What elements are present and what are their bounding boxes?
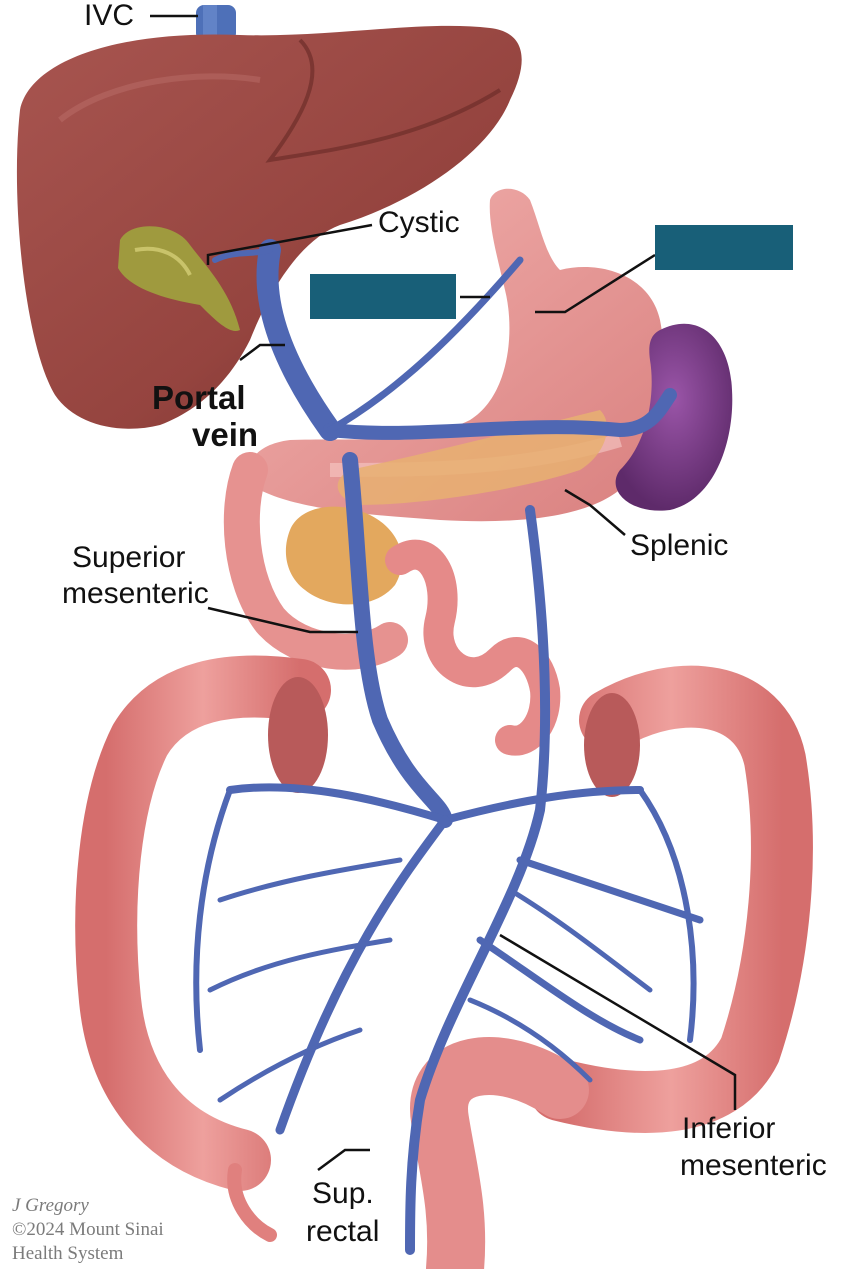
cystic-label: Cystic: [378, 206, 460, 239]
ileocolic-vein: [275, 815, 450, 1135]
splenic-label: Splenic: [630, 529, 729, 562]
sup-rectal-label-line2: rectal: [306, 1215, 380, 1248]
superior-mesenteric-label-line2: mesenteric: [62, 577, 209, 610]
colon: [75, 655, 813, 1269]
hidden-label-box-1: [310, 274, 456, 319]
credit-org: Health System: [12, 1243, 124, 1264]
inferior-mesenteric-label-line1: Inferior: [682, 1112, 776, 1145]
gastric-vein: [326, 256, 524, 434]
sup-rectal-leader: [317, 1148, 370, 1172]
sup-mes-leader: [207, 606, 358, 634]
sigmoid-vein: [476, 936, 644, 1044]
leader-lines: [150, 14, 737, 1172]
inferior-mesenteric-vein: [405, 505, 551, 1255]
right-colic-vein: [226, 783, 449, 824]
portal-vein-label-line2: vein: [192, 416, 259, 453]
splenic-vein: [323, 388, 677, 440]
portal-vein: [256, 239, 341, 441]
image-credit: J Gregory ©2024 Mount Sinai Health Syste…: [12, 1194, 164, 1266]
superior-mesenteric-vein: [342, 452, 453, 828]
hidden-label-box-2: [655, 225, 793, 270]
middle-colic-vein: [441, 786, 644, 824]
cystic-leader: [206, 223, 373, 265]
superior-mesenteric-label-line1: Superior: [72, 541, 186, 574]
inf-mes-leader: [499, 933, 737, 1110]
credit-copyright: ©2024 Mount Sinai: [12, 1219, 164, 1240]
cystic-vein: [212, 247, 273, 263]
sup-rectal-label-line1: Sup.: [312, 1177, 374, 1210]
ivc: [196, 5, 236, 41]
portal-vein-label-line1: Portal: [152, 379, 246, 416]
ivc-label: IVC: [84, 0, 135, 32]
portal-venous-tree: [193, 239, 704, 1255]
box2-leader: [535, 253, 656, 314]
portal-leader: [239, 343, 285, 361]
spleen: [615, 323, 733, 511]
credit-author: J Gregory: [12, 1195, 89, 1216]
splenic-leader: [564, 488, 626, 536]
gallbladder: [118, 226, 240, 331]
liver: [16, 25, 522, 429]
left-colic-vein: [516, 856, 704, 924]
inferior-mesenteric-label-line2: mesenteric: [680, 1149, 827, 1182]
